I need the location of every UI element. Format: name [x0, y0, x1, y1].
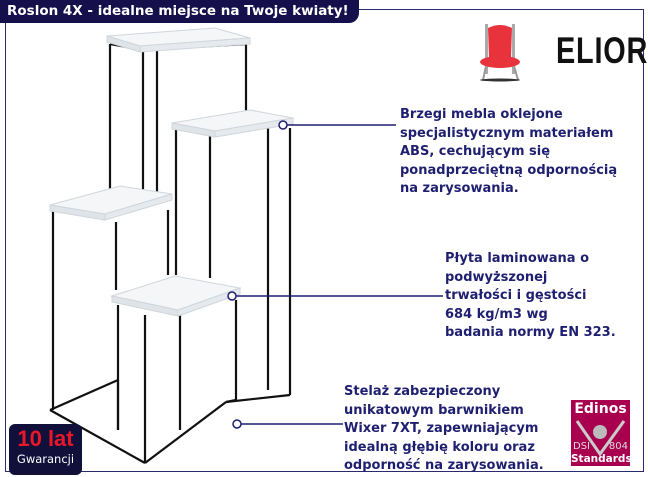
product-title: Roslon 4X - idealne miejsce na Twoje kwi… [0, 0, 359, 23]
chair-icon [480, 24, 520, 82]
warranty-years: 10 lat [17, 426, 74, 451]
feature-edges: Brzegi mebla oklejone specjalistycznym m… [400, 107, 618, 196]
callout-dot-2 [227, 291, 237, 301]
certificate-name: Edinos [574, 401, 627, 417]
certificate-label: Standards [571, 453, 632, 465]
callout-dot-1 [278, 120, 288, 130]
warranty-badge: 10 lat Gwarancji [9, 424, 82, 475]
certificate-dsi: DSI [573, 441, 590, 452]
callout-dot-3 [232, 419, 242, 429]
check-v-icon [575, 420, 626, 457]
warranty-label: Gwarancji [16, 452, 75, 466]
brand-logo-text: ELIOR [556, 30, 649, 71]
certificate-number: 804 [608, 441, 628, 452]
feature-board: Płyta laminowana o podwyższonej trwałośc… [445, 251, 616, 340]
feature-frame: Stelaż zabezpieczony unikatowym barwniki… [344, 384, 544, 473]
certificate-badge: Edinos DSI 804 Standards [571, 400, 632, 466]
